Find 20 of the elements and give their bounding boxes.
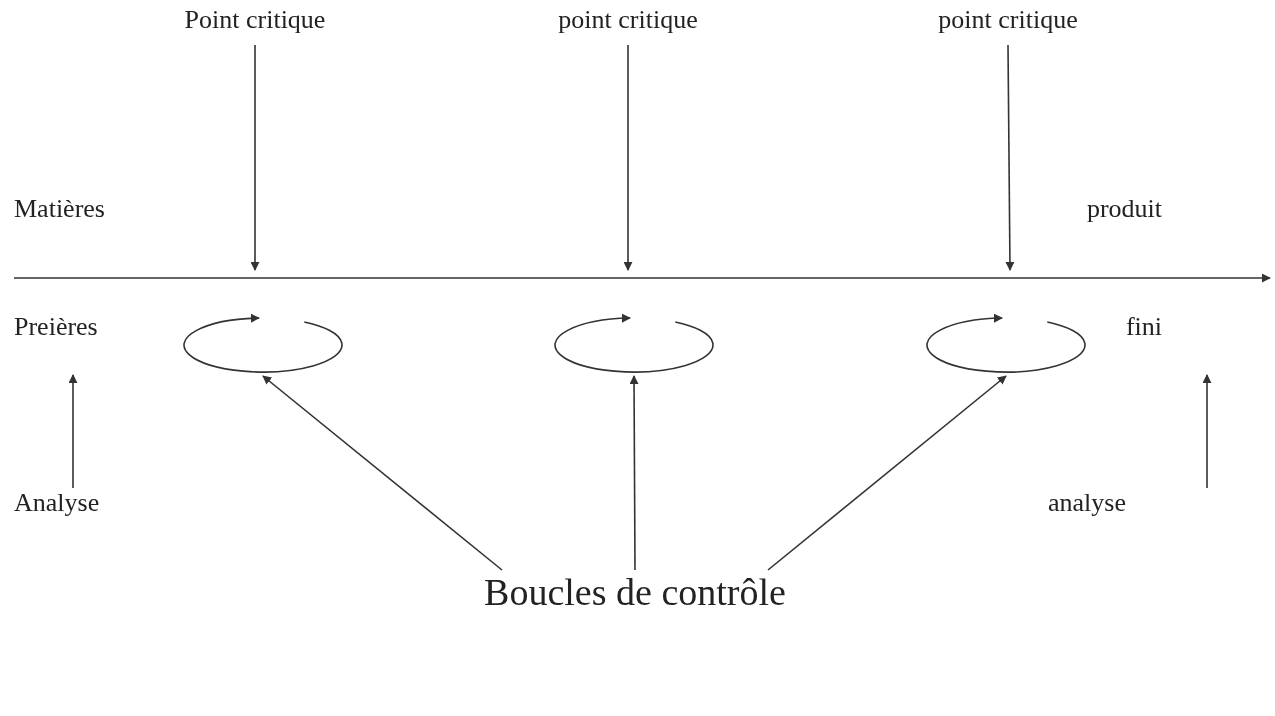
control-loop-icon — [925, 314, 1087, 376]
node-label: Matières Preières — [14, 150, 164, 375]
node-label: Point critique — [150, 5, 360, 45]
node-label: Analyse — [14, 488, 134, 524]
arrow — [623, 44, 633, 271]
arrow — [13, 273, 1271, 283]
arrow — [250, 44, 260, 271]
control-loop-icon — [182, 314, 344, 376]
arrow — [767, 375, 1007, 571]
node-label: analyse — [1048, 488, 1218, 524]
node-label: point critique — [523, 5, 733, 45]
arrow — [68, 374, 78, 489]
node-label: Boucles de contrôle — [440, 570, 830, 620]
arrow — [1202, 374, 1212, 489]
arrow — [629, 375, 639, 571]
control-loop-icon — [553, 314, 715, 376]
arrow — [1005, 44, 1015, 271]
node-label: produit fini — [1068, 150, 1270, 375]
arrow — [262, 375, 503, 571]
node-label: point critique — [903, 5, 1113, 45]
